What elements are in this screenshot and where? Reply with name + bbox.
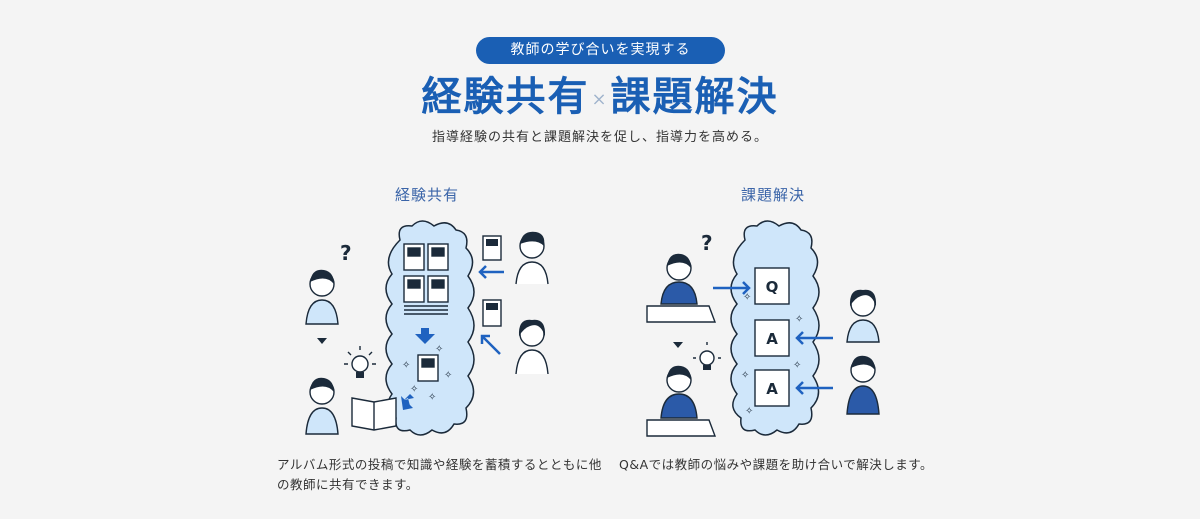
arrow-left-icon [795, 331, 833, 345]
sparkle-icon: ✧ ✧ ✧ ✧ ✧ [402, 344, 452, 403]
svg-text:✧: ✧ [741, 370, 749, 381]
question-card: Q [754, 267, 790, 305]
teacher-avatar [482, 231, 549, 285]
times-sign: × [591, 89, 609, 110]
teacher-avatar [305, 269, 339, 325]
card-letter: Q [766, 278, 779, 296]
teacher-avatar [846, 355, 880, 415]
teacher-avatar [846, 289, 880, 343]
arrow-left-icon [478, 265, 504, 279]
svg-text:✧: ✧ [745, 406, 753, 417]
svg-text:✧: ✧ [428, 392, 436, 403]
book-stack-icon [403, 243, 449, 315]
svg-text:✧: ✧ [444, 370, 452, 381]
svg-text:✧: ✧ [435, 344, 443, 355]
arrow-up-left-icon [480, 334, 501, 355]
arrow-diagonal-icon [401, 394, 414, 410]
lightbulb-icon [344, 346, 376, 378]
problem-solving-description: Q&Aでは教師の悩みや課題を助け合いで解決します。 [619, 457, 934, 472]
tagline-pill: 教師の学び合いを実現する [476, 37, 725, 64]
svg-text:✧: ✧ [795, 314, 803, 325]
notebook-icon [417, 354, 439, 382]
svg-text:✧: ✧ [410, 384, 418, 395]
description-line: の教師に共有できます。 [277, 477, 419, 492]
teacher-avatar [660, 253, 698, 305]
sparkle-icon: ✧ ✧ ✧ ✧ ✧ [741, 292, 803, 417]
lightbulb-icon [693, 342, 721, 370]
headline: 経験共有×課題解決 [0, 70, 1200, 127]
experience-sharing-illustration: ✧ ✧ ✧ ✧ ✧ ? [305, 220, 549, 436]
triangle-down-icon [673, 342, 683, 348]
question-mark: ? [701, 231, 713, 255]
problem-solving-illustration: Q A A ✧ ✧ ✧ ✧ ✧ ? [646, 220, 880, 437]
teacher-avatar [660, 365, 698, 419]
headline-experience: 経験共有 [421, 73, 590, 120]
open-book-icon [351, 397, 397, 431]
experience-sharing-description: アルバム形式の投稿で知識や経験を蓄積するとともに他 の教師に共有できます。 [277, 455, 607, 495]
description-line: アルバム形式の投稿で知識や経験を蓄積するとともに他 [277, 457, 602, 472]
teacher-avatar [482, 299, 549, 375]
answer-card: A [754, 319, 790, 357]
headline-problem-solving: 課題解決 [610, 73, 779, 120]
desk-icon [646, 419, 717, 437]
triangle-down-icon [317, 338, 327, 344]
svg-text:✧: ✧ [402, 360, 410, 371]
answer-card: A [754, 369, 790, 407]
lead-text: 指導経験の共有と課題解決を促し、指導力を高める。 [431, 130, 768, 145]
problem-solving-title: 課題解決 [740, 186, 805, 204]
svg-text:✧: ✧ [743, 292, 751, 303]
experience-sharing-title: 経験共有 [394, 186, 459, 204]
arrow-right-icon [713, 281, 751, 295]
arrow-down-icon [415, 328, 435, 344]
question-mark: ? [340, 241, 352, 265]
teacher-avatar [305, 377, 339, 435]
svg-text:✧: ✧ [793, 360, 801, 371]
card-letter: A [766, 330, 778, 348]
cloud-icon [385, 220, 475, 436]
arrow-left-icon [795, 381, 833, 395]
desk-icon [646, 305, 717, 323]
card-letter: A [766, 380, 778, 398]
